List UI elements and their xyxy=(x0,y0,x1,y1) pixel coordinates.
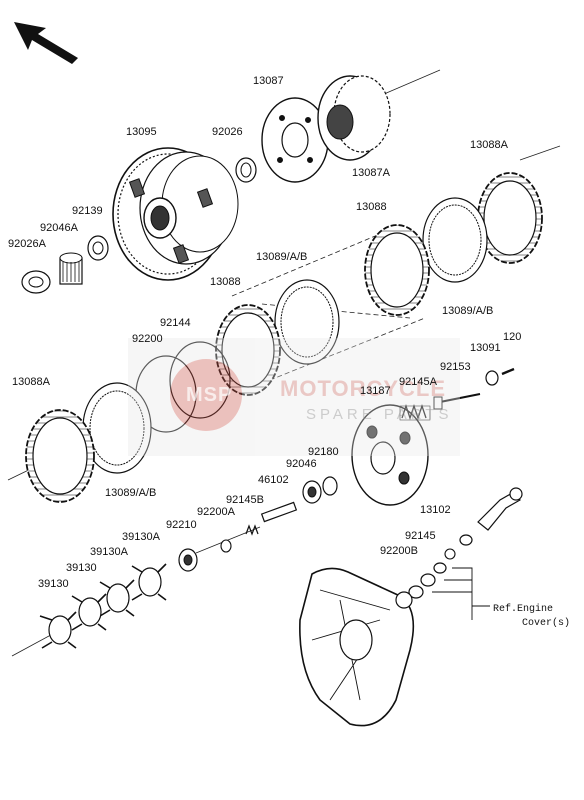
clutch-spring-92145A xyxy=(399,403,431,421)
part-label-13088A-left[interactable]: 13088A xyxy=(12,376,50,388)
steel-plate-13089-left xyxy=(82,382,152,474)
part-label-92200[interactable]: 92200 xyxy=(132,333,163,345)
clutch-housing-13095 xyxy=(112,147,239,281)
ring-92200A xyxy=(220,539,232,553)
part-label-92139[interactable]: 92139 xyxy=(72,205,103,217)
ref-bracket xyxy=(432,567,490,620)
bolt-92153 xyxy=(433,393,481,410)
part-label-92046[interactable]: 92046 xyxy=(286,458,317,470)
part-label-92046A[interactable]: 92046A xyxy=(40,222,78,234)
watermark-logo-icon xyxy=(128,338,460,456)
part-label-92180[interactable]: 92180 xyxy=(308,446,339,458)
watermark-logo-text: MSP xyxy=(186,384,233,406)
ref-engine-note-line1: Ref.Engine xyxy=(493,604,554,615)
part-label-13095[interactable]: 13095 xyxy=(126,126,157,138)
spring-seat-92144 xyxy=(169,341,231,419)
part-label-13087A[interactable]: 13087A xyxy=(352,167,390,179)
part-label-13089-middle[interactable]: 13089/A/B xyxy=(256,251,308,263)
friction-plate-13088A-left xyxy=(25,409,95,503)
spring-92145 xyxy=(459,534,473,546)
cam-plate-39130A-b xyxy=(99,579,135,617)
part-label-13187[interactable]: 13187 xyxy=(360,385,391,397)
part-label-92145B[interactable]: 92145B xyxy=(226,494,264,506)
part-label-39130-b[interactable]: 39130 xyxy=(38,578,69,590)
clutch-hub-13087A xyxy=(317,75,391,161)
engine-clutch-cover xyxy=(299,567,415,727)
watermark-brand: MOTORCYCLE xyxy=(280,376,447,401)
release-lever-13102 xyxy=(477,487,523,531)
seal-parts-cluster xyxy=(408,562,447,599)
part-label-39130-a[interactable]: 39130 xyxy=(66,562,97,574)
cam-plate-39130A-a xyxy=(131,563,167,601)
part-label-92200A[interactable]: 92200A xyxy=(197,506,235,518)
push-rod-46102 xyxy=(260,501,298,523)
part-label-39130A-a[interactable]: 39130A xyxy=(122,531,160,543)
cam-plate-39130-b xyxy=(39,611,77,649)
part-label-92026[interactable]: 92026 xyxy=(212,126,243,138)
spring-92145B xyxy=(245,524,259,536)
part-label-92145A[interactable]: 92145A xyxy=(399,376,437,388)
part-label-13088-lower[interactable]: 13088 xyxy=(210,276,241,288)
washer-92180 xyxy=(322,476,338,496)
steel-plate-13089-top xyxy=(422,197,488,283)
part-label-13088-upper[interactable]: 13088 xyxy=(356,201,387,213)
bearing-92210 xyxy=(178,548,198,572)
bearing-92046 xyxy=(302,480,322,504)
part-label-13087[interactable]: 13087 xyxy=(253,75,284,87)
part-label-92153[interactable]: 92153 xyxy=(440,361,471,373)
part-label-92145[interactable]: 92145 xyxy=(405,530,436,542)
cam-plate-39130-a xyxy=(71,593,107,631)
ref-engine-note-line2: Cover(s) xyxy=(522,618,571,629)
part-label-92144[interactable]: 92144 xyxy=(160,317,191,329)
part-label-13102[interactable]: 13102 xyxy=(420,504,451,516)
steel-plate-13089-middle xyxy=(274,279,340,365)
pressure-plate-13187 xyxy=(351,404,429,506)
part-label-13089-top[interactable]: 13089/A/B xyxy=(442,305,494,317)
bolt-120 xyxy=(501,367,515,376)
part-label-92026A[interactable]: 92026A xyxy=(8,238,46,250)
front-direction-arrow-icon xyxy=(14,22,78,64)
push-rod-end-13091 xyxy=(485,370,499,386)
sleeve-92139 xyxy=(87,235,109,261)
part-label-39130A-b[interactable]: 39130A xyxy=(90,546,128,558)
part-label-13089-left[interactable]: 13089/A/B xyxy=(105,487,157,499)
part-label-13088A-top[interactable]: 13088A xyxy=(470,139,508,151)
ring-92200B xyxy=(444,548,456,560)
thrust-washer-92026A xyxy=(21,270,51,294)
friction-plate-13088-upper xyxy=(364,224,430,316)
part-label-13091[interactable]: 13091 xyxy=(470,342,501,354)
part-label-92200B[interactable]: 92200B xyxy=(380,545,418,557)
friction-plate-13088-lower xyxy=(215,304,281,396)
part-label-92210[interactable]: 92210 xyxy=(166,519,197,531)
part-label-46102[interactable]: 46102 xyxy=(258,474,289,486)
collar-92026 xyxy=(235,157,257,183)
part-label-120[interactable]: 120 xyxy=(503,331,522,343)
friction-plate-13088A-top xyxy=(477,172,543,264)
watermark-subtitle: SPARE PARTS xyxy=(306,406,453,423)
needle-bearing-92046A xyxy=(59,252,83,285)
